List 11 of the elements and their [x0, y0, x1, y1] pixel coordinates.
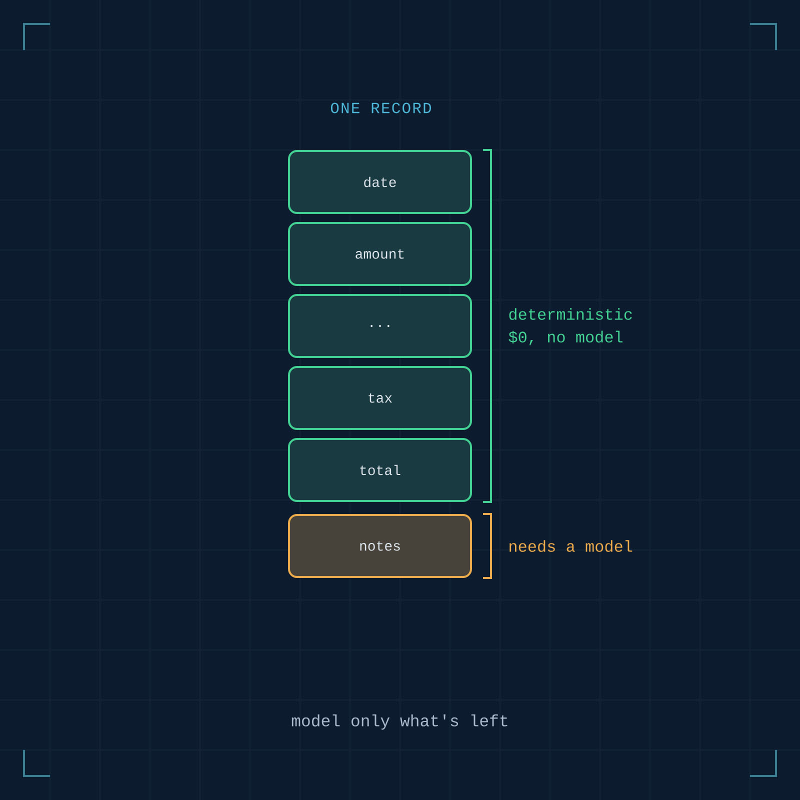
bracket-label: $0, no model — [508, 330, 623, 346]
field-box: amount — [288, 222, 472, 286]
field-box: date — [288, 150, 472, 214]
caption: model only what's left — [292, 714, 508, 730]
field-box: notes — [288, 514, 472, 578]
field-box: ... — [288, 294, 472, 358]
title: ONE RECORD — [330, 102, 432, 114]
bracket-label: deterministic — [509, 308, 632, 320]
field-box: tax — [288, 366, 472, 430]
bracket-label: needs a model — [510, 540, 632, 552]
field-box: total — [288, 438, 472, 502]
